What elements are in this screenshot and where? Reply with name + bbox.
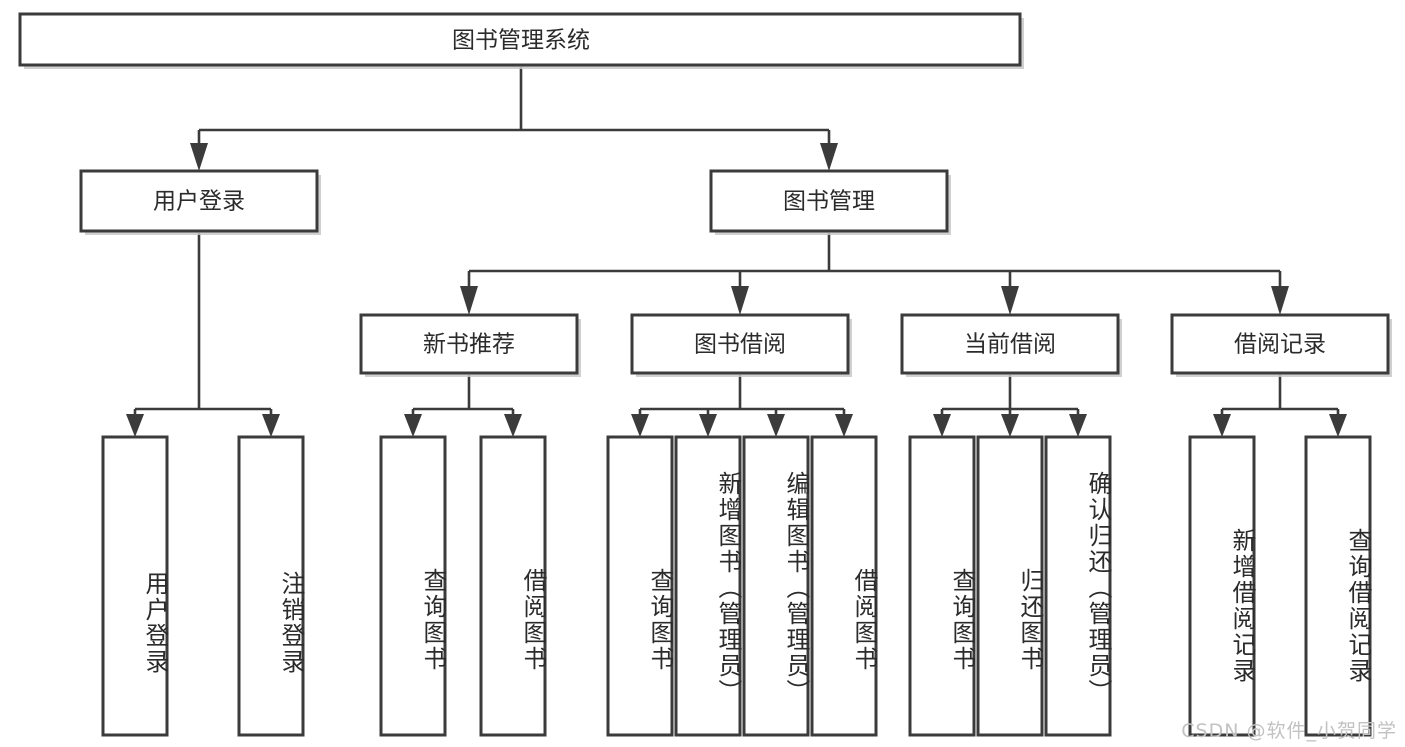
arrow-head-leaf-user-login	[126, 414, 144, 437]
arrow-head-leaf-borrow-book-2	[835, 414, 853, 437]
leaf-box-query-book-3[interactable]	[908, 435, 976, 737]
node-user-login[interactable]: 用户登录	[79, 169, 321, 235]
borrow-record-label: 借阅记录	[1234, 332, 1326, 358]
borrow-record-box[interactable]	[1170, 313, 1390, 375]
user-login-label: 用户登录	[153, 189, 245, 215]
leaf-box-add-book[interactable]	[674, 435, 742, 737]
node-new-book-recommend[interactable]: 新书推荐	[359, 313, 581, 377]
arrow-head-leaf-query-book-2	[631, 414, 649, 437]
arrow-head-leaf-user-logout	[262, 414, 280, 437]
node-current-borrow[interactable]: 当前借阅	[900, 313, 1122, 377]
node-borrow-record[interactable]: 借阅记录	[1170, 313, 1392, 377]
book-borrow-box[interactable]	[630, 313, 850, 375]
arrow-head-leaf-return-book	[1001, 414, 1019, 437]
leaf-boxes-layer	[101, 435, 1372, 737]
leaf-box-query-record[interactable]	[1304, 435, 1372, 737]
user-login-box[interactable]	[79, 169, 319, 233]
leaf-box-borrow-book-1[interactable]	[479, 435, 547, 737]
root-label: 图书管理系统	[452, 28, 590, 54]
node-book-management[interactable]: 图书管理	[709, 169, 951, 235]
arrow-head-leaf-add-record	[1213, 414, 1231, 437]
arrow-head-user-login	[190, 143, 208, 171]
arrow-head-leaf-add-book	[699, 414, 717, 437]
leaf-box-confirm-return[interactable]	[1044, 435, 1112, 737]
current-borrow-box[interactable]	[900, 313, 1120, 375]
node-book-borrow[interactable]: 图书借阅	[630, 313, 852, 377]
root-box[interactable]	[18, 12, 1022, 67]
leaf-box-borrow-book-2[interactable]	[810, 435, 878, 737]
node-root[interactable]: 图书管理系统	[18, 12, 1024, 69]
book-borrow-label: 图书借阅	[694, 332, 786, 358]
arrow-head-leaf-query-book-3	[933, 414, 951, 437]
arrow-head-leaf-query-book-1	[404, 414, 422, 437]
arrow-head-leaf-confirm-return	[1069, 414, 1087, 437]
arrow-head-leaf-edit-book	[767, 414, 785, 437]
leaf-box-return-book[interactable]	[976, 435, 1044, 737]
arrow-head-new-book	[460, 286, 478, 315]
leaf-box-user-login[interactable]	[101, 435, 169, 737]
book-management-label: 图书管理	[783, 189, 875, 215]
leaf-box-query-book-2[interactable]	[606, 435, 674, 737]
arrow-head-borrow-record	[1271, 286, 1289, 315]
connector-layer	[126, 67, 1347, 437]
arrow-head-leaf-query-record	[1329, 414, 1347, 437]
new-book-label: 新书推荐	[423, 332, 515, 358]
arrow-head-book-management	[820, 143, 838, 171]
arrow-head-book-borrow	[731, 286, 749, 315]
arrow-head-leaf-borrow-book-1	[504, 414, 522, 437]
leaf-box-add-record[interactable]	[1188, 435, 1256, 737]
watermark-text: CSDN @软件_小贺同学	[1181, 720, 1397, 742]
leaf-box-user-logout[interactable]	[237, 435, 305, 737]
leaf-box-edit-book[interactable]	[742, 435, 810, 737]
arrow-head-current-borrow	[1001, 286, 1019, 315]
current-borrow-label: 当前借阅	[964, 332, 1056, 358]
leaf-box-query-book-1[interactable]	[379, 435, 447, 737]
new-book-box[interactable]	[359, 313, 579, 375]
book-management-box[interactable]	[709, 169, 949, 233]
